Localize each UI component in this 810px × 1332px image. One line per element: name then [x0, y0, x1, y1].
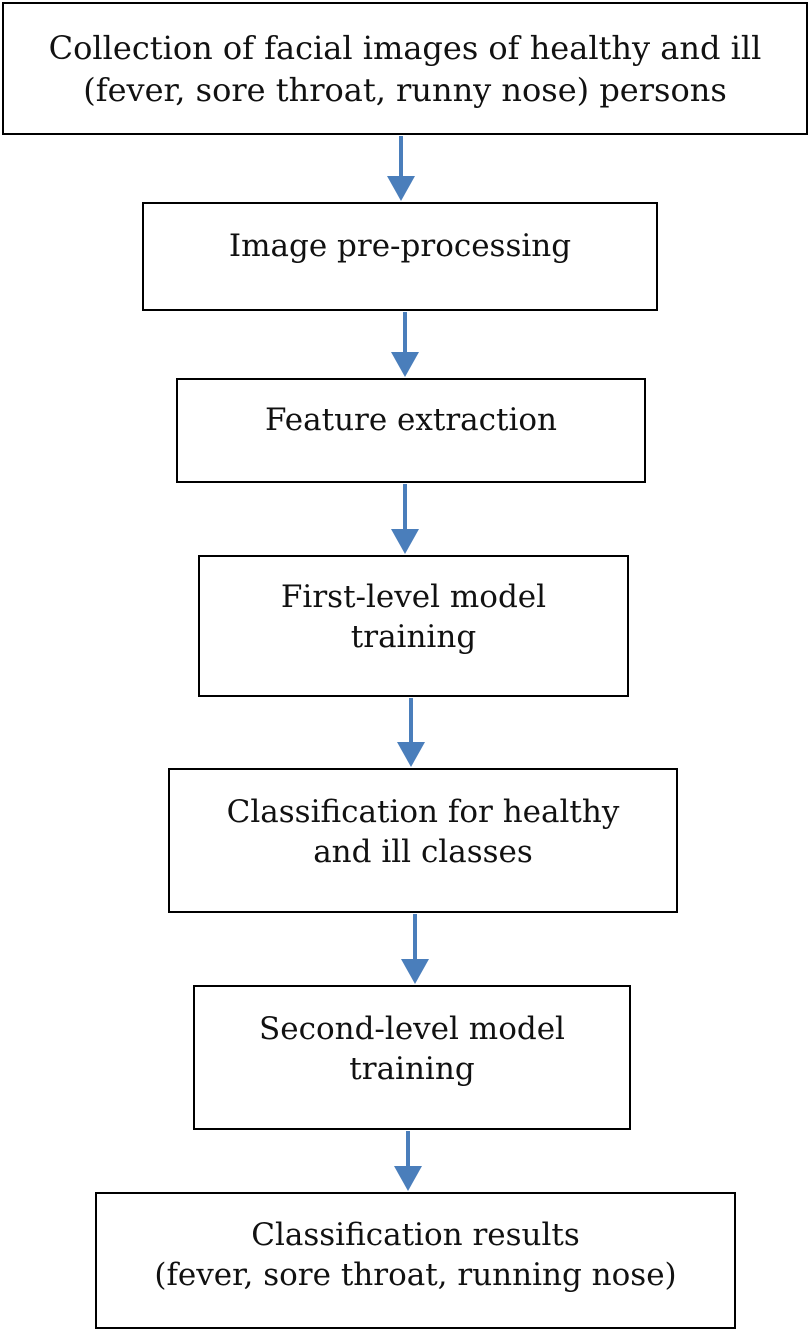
step-first-level-training-box: First-level model training [198, 555, 629, 697]
step-first-level-training-label: First-level model training [281, 577, 546, 675]
step-first-level-training-line-2: training [350, 619, 477, 655]
step-feature-extraction-box: Feature extraction [176, 378, 646, 483]
step-collection-label: Collection of facial images of healthy a… [49, 27, 762, 111]
step-second-level-training-label: Second-level model training [259, 1009, 565, 1107]
step-preprocessing-box: Image pre-processing [142, 202, 658, 311]
step-classification-healthy-ill-line-1: Classification for healthy [226, 793, 620, 830]
step-feature-extraction-line-1: Feature extraction [264, 401, 558, 438]
arrow-feature-extraction-to-first-level-head [391, 529, 419, 554]
step-classification-healthy-ill-box: Classification for healthy and ill class… [168, 768, 678, 913]
step-first-level-training-line-1: First-level model [280, 579, 547, 615]
step-classification-healthy-ill-line-2: and ill classes [313, 833, 533, 870]
arrow-classification-to-second-level-head [401, 959, 429, 984]
step-preprocessing-label: Image pre-processing [229, 226, 571, 288]
step-second-level-training-line-1: Second-level model [259, 1010, 565, 1047]
step-second-level-training-line-2: training [349, 1050, 475, 1087]
arrow-first-level-to-classification-head [397, 742, 425, 767]
step-classification-results-box: Classification results (fever, sore thro… [95, 1192, 736, 1329]
step-classification-results-label: Classification results (fever, sore thro… [154, 1215, 676, 1307]
step-preprocessing-line-1: Image pre-processing [228, 227, 572, 264]
arrow-second-level-to-results-head [394, 1166, 422, 1191]
step-feature-extraction-label: Feature extraction [265, 400, 557, 462]
step-classification-healthy-ill-label: Classification for healthy and ill class… [227, 792, 620, 890]
step-second-level-training-box: Second-level model training [193, 985, 631, 1130]
step-classification-results-line-2: (fever, sore throat, running nose) [154, 1256, 677, 1293]
step-classification-results-line-1: Classification results [251, 1216, 580, 1253]
step-collection-line-2: (fever, sore throat, runny nose) persons [83, 70, 727, 109]
step-collection-line-1: Collection of facial images of healthy a… [48, 28, 762, 67]
step-collection-box: Collection of facial images of healthy a… [2, 2, 808, 135]
arrow-collection-to-preprocessing-head [387, 176, 415, 201]
arrow-preprocessing-to-feature-extraction-head [391, 352, 419, 377]
